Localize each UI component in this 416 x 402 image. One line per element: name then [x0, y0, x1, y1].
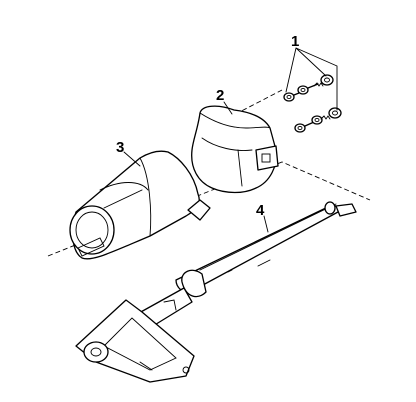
bolt-upper-right — [313, 74, 334, 87]
bolt-upper-mid — [297, 83, 319, 95]
bolt-lower-mid — [311, 115, 323, 125]
callout-4: 4 — [256, 202, 265, 219]
callout-2: 2 — [216, 87, 224, 104]
callout-1: 1 — [291, 33, 299, 50]
bolt-upper-left — [283, 90, 305, 102]
leader-lines-1 — [285, 47, 338, 111]
bolt-lower-left — [294, 121, 315, 133]
conical-shroud — [69, 150, 211, 260]
fastener-group — [283, 47, 342, 133]
mounting-bracket — [75, 299, 195, 383]
leader-line-2 — [223, 101, 233, 115]
bolt-lower-right — [320, 107, 342, 120]
callout-3: 3 — [116, 139, 124, 156]
dust-boot — [191, 105, 279, 194]
leader-line-4 — [263, 215, 269, 233]
leader-line-3 — [123, 151, 141, 167]
